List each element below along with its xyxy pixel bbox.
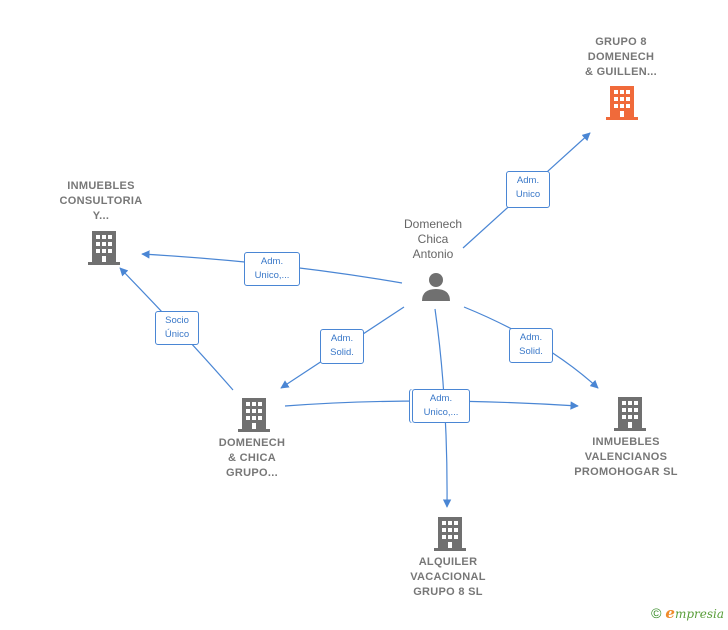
brand-rest: mpresia	[674, 607, 724, 621]
building-icon[interactable]	[88, 229, 120, 265]
building-icon[interactable]	[614, 395, 646, 431]
edge-label-adm-unico-alquiler[interactable]: Adm. Unico,...	[412, 389, 470, 423]
edge-label-adm-solid-valencianos[interactable]: Adm. Solid.	[509, 328, 553, 363]
brand-initial: e	[665, 604, 675, 622]
building-icon[interactable]	[606, 84, 638, 120]
footer-brand: © empresia	[651, 604, 724, 622]
brand-logo[interactable]: empresia	[665, 604, 724, 622]
node-label-domenech-chica-grupo[interactable]: DOMENECH & CHICA GRUPO...	[218, 437, 286, 479]
edge-label-adm-solid-grupo[interactable]: Adm. Solid.	[320, 329, 364, 364]
edge-label-socio-unico[interactable]: Socio Único	[155, 311, 199, 345]
copyright-symbol: ©	[651, 605, 662, 621]
building-icon[interactable]	[238, 396, 270, 432]
edge-label-adm-unico-consultoria[interactable]: Adm. Unico,...	[244, 252, 300, 286]
node-label-inmuebles-consultoria[interactable]: INMUEBLES CONSULTORIA Y...	[59, 180, 143, 222]
node-label-grupo8[interactable]: GRUPO 8 DOMENECH & GUILLEN...	[584, 36, 658, 78]
edge-label-adm-unico-grupo8[interactable]: Adm. Unico	[506, 171, 550, 208]
building-icon[interactable]	[434, 515, 466, 551]
node-label-person[interactable]: Domenech Chica Antonio	[403, 217, 463, 261]
person-icon[interactable]	[420, 272, 452, 302]
node-label-alquiler-vacacional[interactable]: ALQUILER VACACIONAL GRUPO 8 SL	[410, 556, 486, 598]
node-label-inmuebles-valencianos[interactable]: INMUEBLES VALENCIANOS PROMOHOGAR SL	[574, 436, 678, 478]
